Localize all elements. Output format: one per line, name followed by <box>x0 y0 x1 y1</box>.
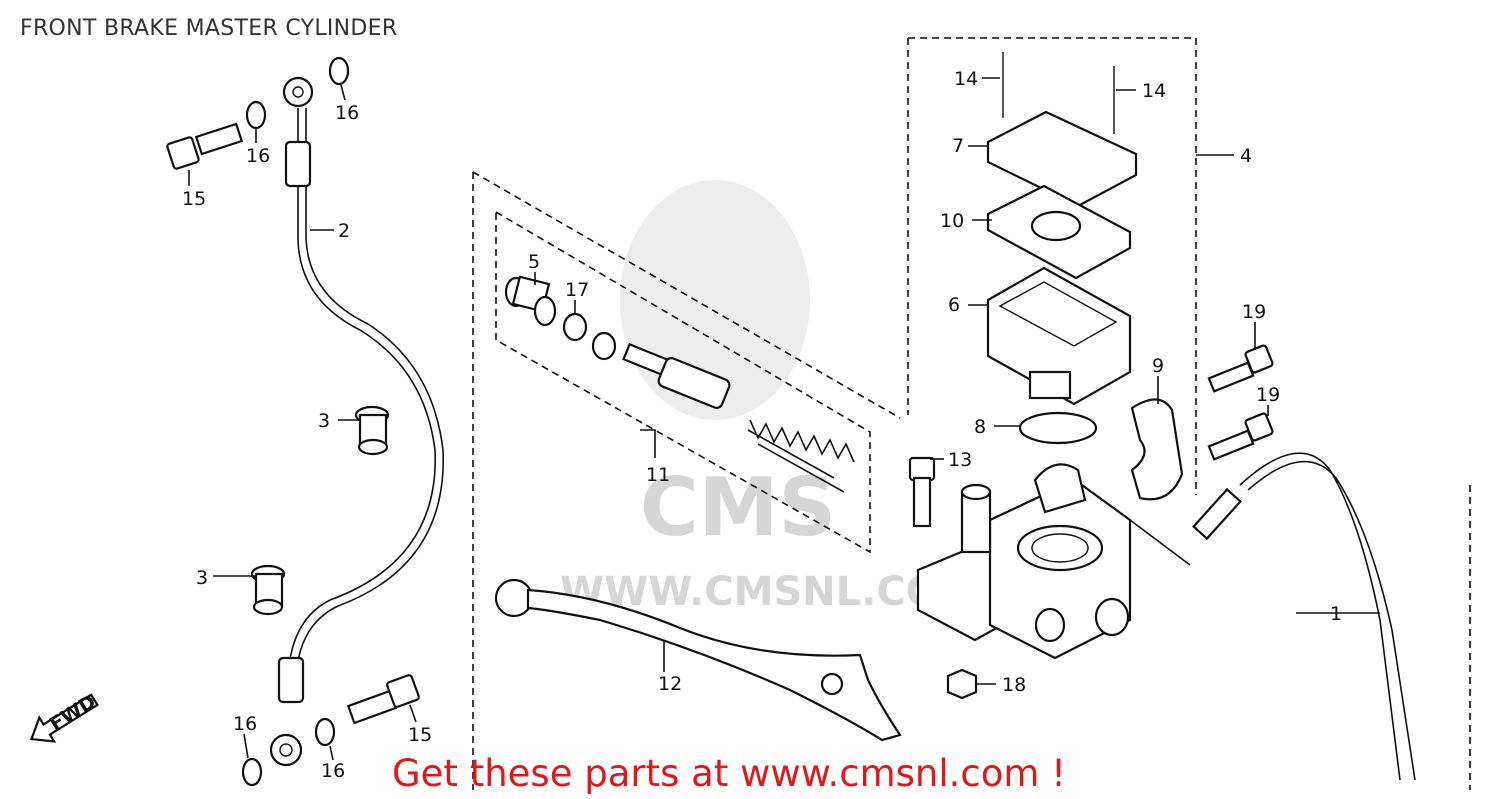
callout-16c: 16 <box>233 713 257 735</box>
callout-14b: 14 <box>1142 80 1166 102</box>
group-outline-lever-top <box>472 171 901 419</box>
holder-bolt-upper <box>1207 344 1274 393</box>
group-outline-piston-kit <box>495 211 871 554</box>
callout-3a: 3 <box>318 410 330 432</box>
sealing-washer-2 <box>245 100 267 130</box>
callout-16b: 16 <box>246 145 270 167</box>
reservoir-body <box>986 266 1132 406</box>
pivot-bolt <box>908 456 936 528</box>
hose-clamp-upper <box>354 405 390 456</box>
diaphragm <box>1030 210 1082 242</box>
brake-hose <box>287 108 436 681</box>
watermark: CMS WWW.CMSNL.CO <box>560 180 940 615</box>
o-ring <box>1018 411 1098 445</box>
brake-hose-edge <box>295 108 444 681</box>
piston-boot <box>504 275 557 327</box>
leader-16c <box>243 733 249 759</box>
brake-light-switch <box>1129 452 1416 781</box>
brake-lever <box>494 578 902 742</box>
holder-bolt-lower <box>1207 412 1274 461</box>
callout-2: 2 <box>338 220 350 242</box>
page-title: FRONT BRAKE MASTER CYLINDER <box>20 16 398 41</box>
callout-3b: 3 <box>196 567 208 589</box>
callout-18: 18 <box>1002 674 1026 696</box>
sealing-washer-3 <box>241 757 263 787</box>
callout-17: 17 <box>565 279 589 301</box>
forward-arrow: FWD <box>29 691 100 743</box>
callout-10: 10 <box>940 210 964 232</box>
piston-spring <box>747 419 855 493</box>
callout-15a: 15 <box>182 188 206 210</box>
master-cylinder-piston <box>622 342 731 409</box>
pivot-nut <box>946 668 978 700</box>
callout-11: 11 <box>646 464 670 486</box>
sealing-washer-4 <box>314 717 336 747</box>
callout-19b: 19 <box>1256 384 1280 406</box>
leader-16a <box>340 84 346 101</box>
hose-banjo-bottom-hole <box>279 743 293 757</box>
hose-clamp-lower <box>250 564 286 616</box>
callout-12: 12 <box>658 673 682 695</box>
leader-16d <box>329 745 334 761</box>
callout-8: 8 <box>974 416 986 438</box>
callout-4: 4 <box>1240 145 1252 167</box>
callout-16a: 16 <box>335 102 359 124</box>
callout-13: 13 <box>948 449 972 471</box>
banjo-bolt-bottom <box>346 674 420 725</box>
callout-15b: 15 <box>408 724 432 746</box>
callout-19a: 19 <box>1242 301 1266 323</box>
watermark-logo-text: CMS <box>640 461 836 554</box>
hose-fitting-bottom <box>277 656 305 704</box>
callout-1: 1 <box>1330 603 1342 625</box>
hose-banjo-bottom <box>269 733 303 767</box>
callout-9: 9 <box>1152 355 1164 377</box>
piston-seal <box>591 331 617 361</box>
callout-14a: 14 <box>954 68 978 90</box>
hose-banjo-top-hole <box>292 86 304 98</box>
cmsnl-promo-link[interactable]: Get these parts at www.cmsnl.com ! <box>392 752 1067 795</box>
callout-5: 5 <box>528 251 540 273</box>
reservoir-cap <box>986 110 1138 208</box>
callout-7: 7 <box>952 135 964 157</box>
sealing-washer-1 <box>328 56 350 86</box>
forward-arrow-label: FWD <box>46 691 100 736</box>
snap-ring <box>562 312 588 342</box>
master-cylinder-body <box>916 463 1132 660</box>
callout-6: 6 <box>948 294 960 316</box>
callout-16d: 16 <box>321 760 345 782</box>
leader-11 <box>640 429 656 458</box>
banjo-bolt-top <box>166 122 244 170</box>
group-outline-reservoir <box>908 37 1197 495</box>
leader-15b <box>409 704 417 723</box>
lever-holder-clamp <box>1130 398 1184 501</box>
hose-banjo-top <box>282 76 314 108</box>
hose-fitting-top <box>284 140 312 188</box>
